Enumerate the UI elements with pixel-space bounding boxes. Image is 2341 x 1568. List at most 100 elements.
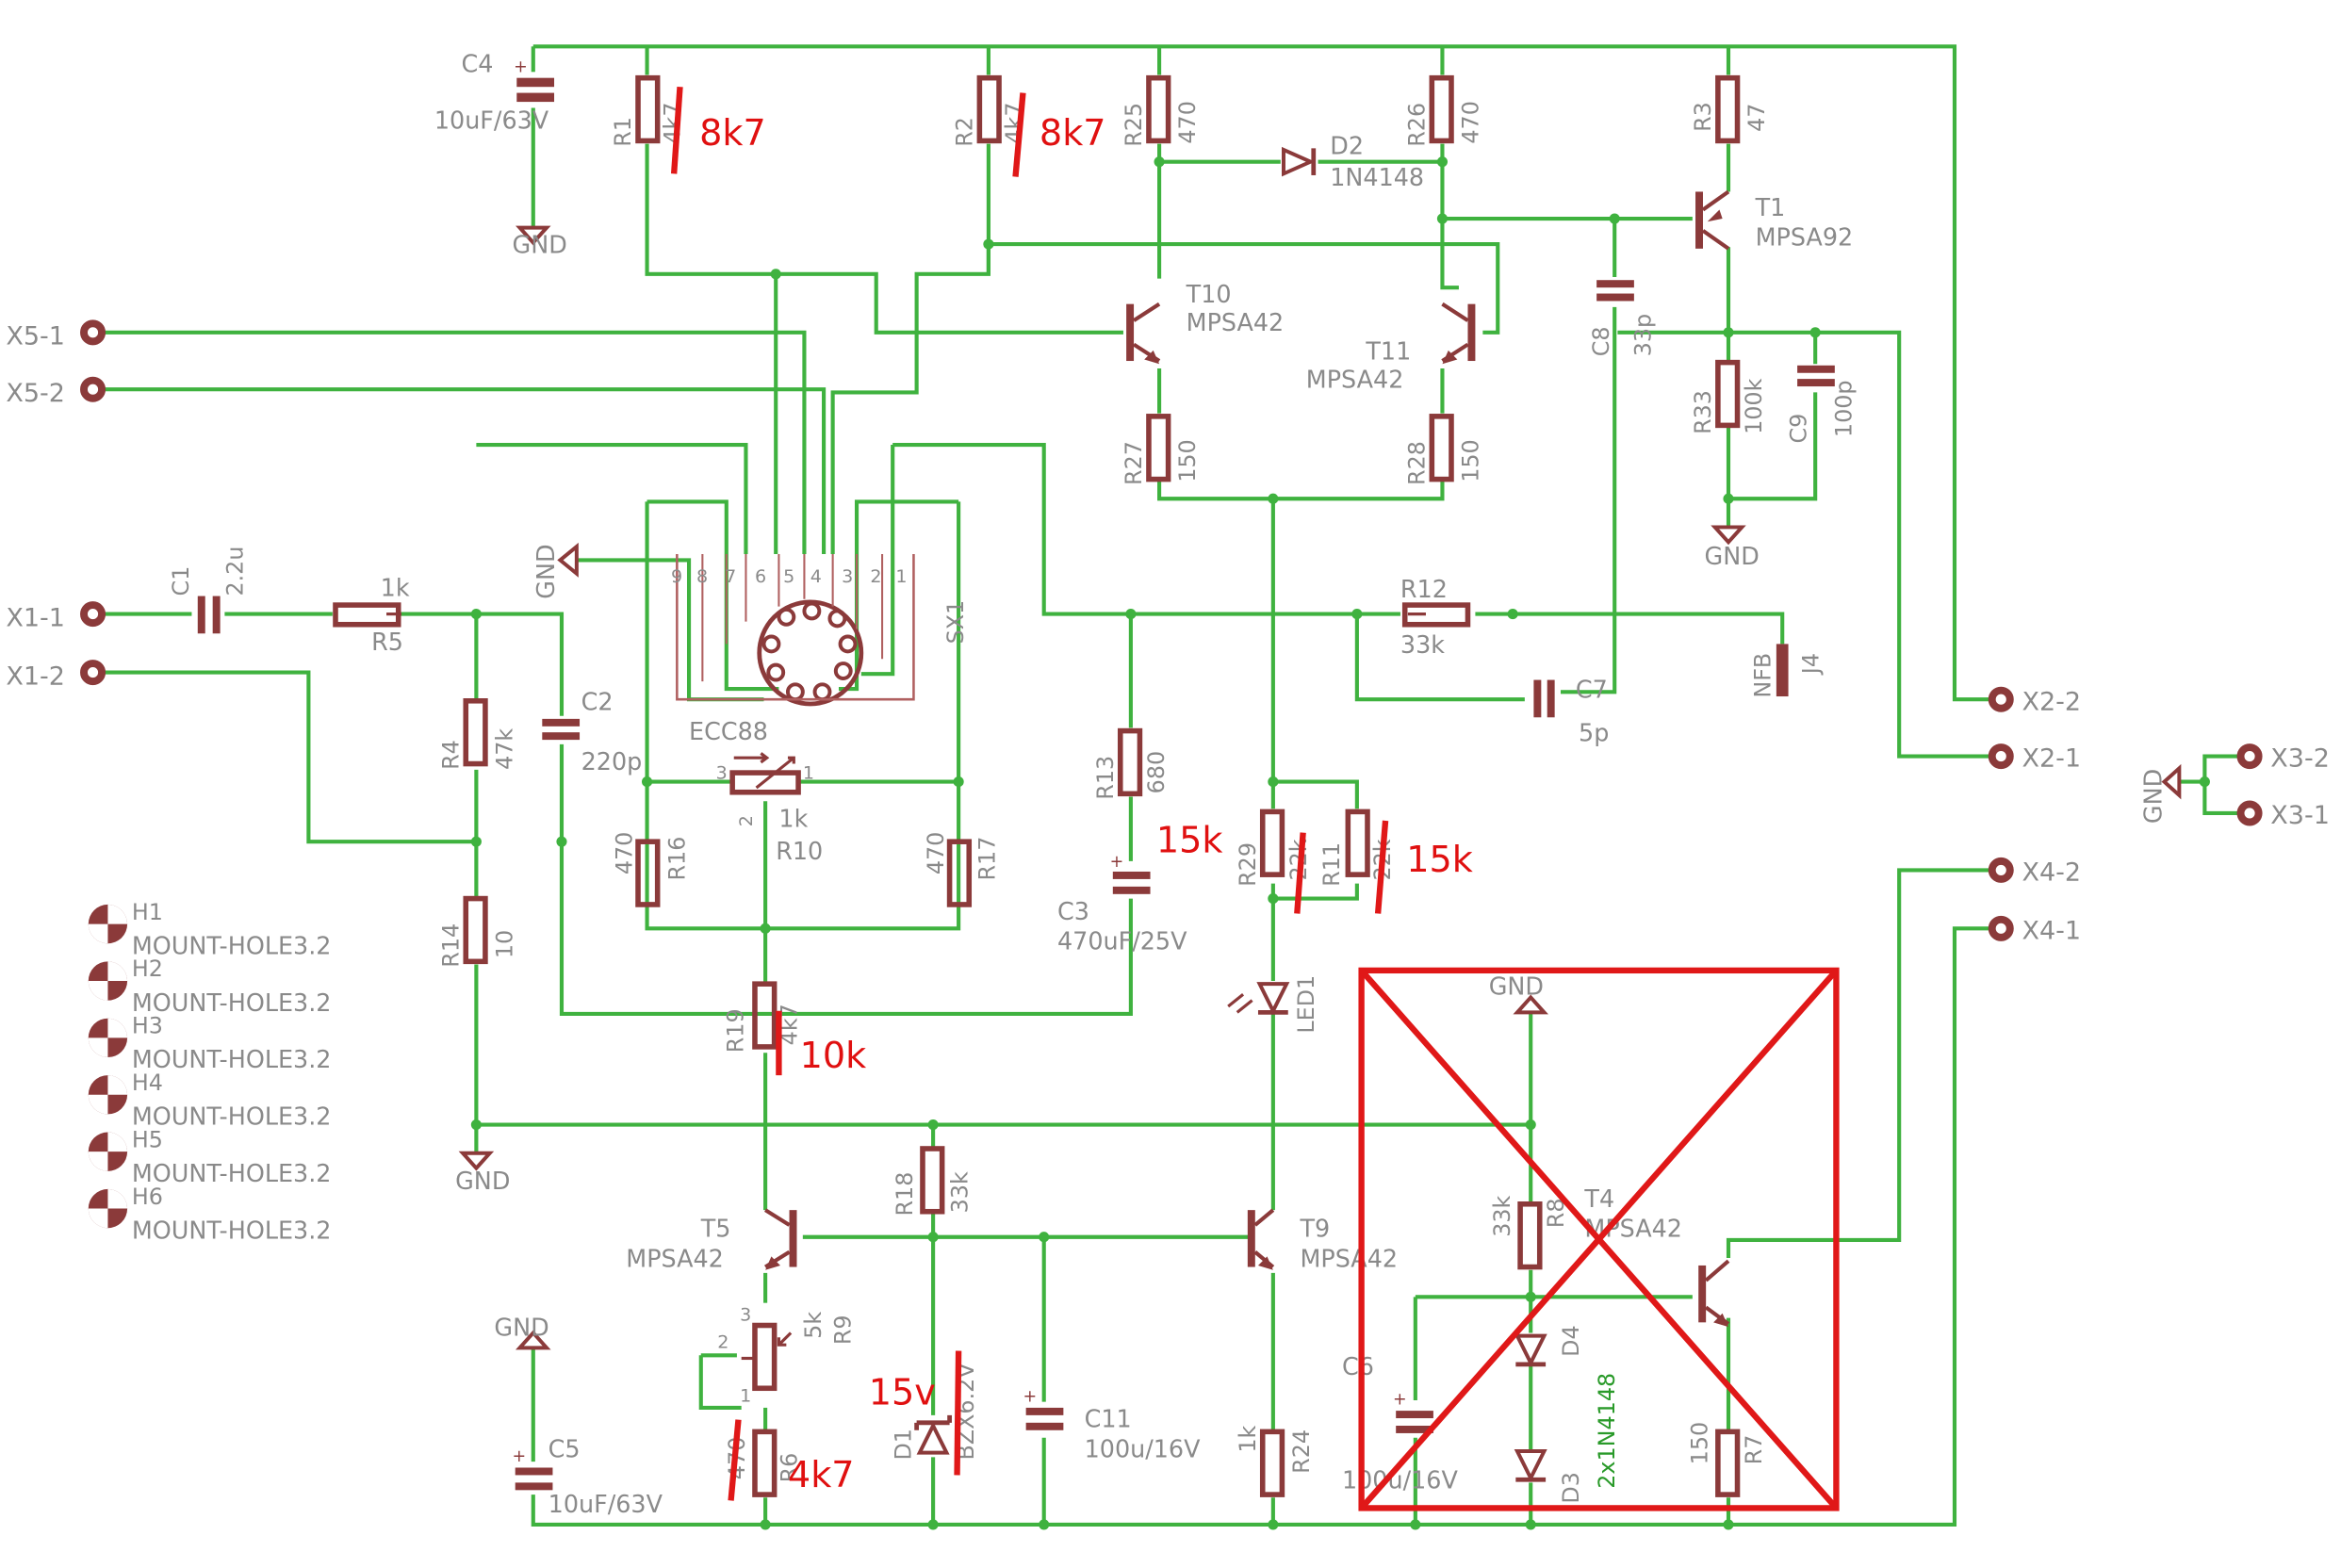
d2-name: D2: [1330, 132, 1364, 160]
r3-value: 47: [1743, 104, 1770, 132]
c1-value: 2.2u: [221, 547, 248, 596]
r24-value: 1k: [1235, 1425, 1261, 1452]
r8-value: 33k: [1489, 1195, 1515, 1236]
gnd-label: GND: [513, 231, 567, 259]
x1-1-label: X1-1: [6, 603, 65, 632]
r11-name: R11: [1318, 842, 1345, 887]
component-labels: C4 10uF/63V R1 4k7 R2 4k7 R25 470 R26 47…: [168, 49, 1857, 1518]
c11-name: C11: [1085, 1405, 1132, 1433]
svg-text:+: +: [1023, 1388, 1037, 1407]
r29-name: R29: [1235, 842, 1261, 887]
t9-name: T9: [1299, 1215, 1330, 1243]
mount-hole-name: H6: [132, 1184, 163, 1210]
c1-name: C1: [168, 566, 194, 596]
svg-text:+: +: [1393, 1391, 1407, 1410]
r10-pin2: 2: [736, 815, 757, 826]
pin-number: 9: [671, 566, 682, 587]
r19-name: R19: [722, 1008, 748, 1053]
sx1-name: SX1: [942, 600, 969, 645]
x3-1-label: X3-1: [2270, 801, 2330, 830]
x2-2-label: X2-2: [2022, 687, 2081, 716]
x4-1-label: X4-1: [2022, 916, 2081, 945]
trimmer-arrows: [386, 612, 1426, 1361]
mount-hole-name: H5: [132, 1126, 163, 1152]
diodes: [914, 146, 1547, 1483]
x1-2-label: X1-2: [6, 662, 65, 691]
r26-value: 470: [1458, 101, 1484, 143]
c8-value: 33p: [1629, 314, 1656, 356]
r10-pin3: 3: [716, 762, 728, 783]
d3-value: 2x1N4148: [1594, 1373, 1620, 1489]
mount-hole-value: MOUNT-HOLE3.2: [132, 931, 332, 959]
r9-pin2: 2: [717, 1331, 728, 1352]
r5-name: R5: [371, 628, 403, 656]
t5-name: T5: [700, 1215, 731, 1243]
sx1-value: ECC88: [689, 717, 768, 745]
r9-value: 5k: [800, 1312, 827, 1339]
r17-name: R17: [974, 837, 1000, 881]
r9-name: R9: [830, 1315, 857, 1345]
r9-pin3: 3: [740, 1305, 751, 1326]
c6-name: C6: [1342, 1352, 1374, 1380]
gnd-label: GND: [1489, 972, 1544, 1000]
pin-number: 2: [870, 566, 881, 587]
svg-text:+: +: [1110, 853, 1124, 872]
c9-value: 100p: [1830, 380, 1857, 437]
r19-new-value: 10k: [800, 1035, 867, 1076]
pin-number: 8: [696, 566, 708, 587]
r9-pin1: 1: [740, 1386, 751, 1407]
c11-value: 100u/16V: [1085, 1434, 1201, 1462]
t1-name: T1: [1755, 193, 1786, 221]
mount-hole-name: H2: [132, 956, 163, 982]
c4-name: C4: [461, 49, 493, 77]
r13-name: R13: [1092, 756, 1119, 800]
r3-name: R3: [1690, 102, 1716, 132]
r12-name: R12: [1400, 575, 1448, 603]
mount-hole-value: MOUNT-HOLE3.2: [132, 1216, 332, 1244]
wires: [105, 44, 2241, 1527]
c4-value: 10uF/63V: [434, 106, 549, 135]
r27-name: R27: [1121, 441, 1147, 485]
r10-value: 1k: [778, 804, 808, 832]
r13-value: 680: [1143, 751, 1170, 793]
c5-name: C5: [548, 1434, 581, 1462]
r6-new-value: 4k7: [788, 1454, 855, 1495]
d1-name: D1: [890, 1429, 916, 1461]
c2-value: 220p: [581, 747, 643, 776]
x5-1-label: X5-1: [6, 322, 65, 351]
mount-hole-name: H4: [132, 1070, 163, 1096]
r28-name: R28: [1403, 441, 1430, 485]
r18-value: 33k: [947, 1171, 974, 1213]
junctions: [470, 156, 2210, 1530]
r24-name: R24: [1288, 1429, 1315, 1474]
x5-2-label: X5-2: [6, 379, 65, 408]
x4-2-label: X4-2: [2022, 858, 2081, 888]
mount-hole-value: MOUNT-HOLE3.2: [132, 988, 332, 1017]
svg-text:+: +: [514, 57, 528, 76]
gnd-label: GND: [2138, 769, 2167, 824]
r12-value: 33k: [1400, 630, 1445, 659]
r10-pin1: 1: [803, 762, 814, 783]
x2-1-label: X2-1: [2022, 744, 2081, 774]
mount-hole-name: H1: [132, 899, 163, 925]
r33-value: 100k: [1741, 378, 1767, 433]
r17-value: 470: [923, 832, 949, 874]
r14-name: R14: [437, 923, 464, 968]
mount-hole-name: H3: [132, 1013, 163, 1039]
r10-name: R10: [776, 837, 823, 865]
t4-name: T4: [1583, 1184, 1614, 1213]
r33-name: R33: [1690, 390, 1716, 434]
c7-value: 5p: [1579, 719, 1609, 747]
r27-value: 150: [1174, 439, 1201, 482]
t11-name: T11: [1365, 336, 1411, 365]
gnd-label: GND: [532, 544, 560, 598]
c9-name: C9: [1786, 414, 1812, 444]
r4-name: R4: [437, 740, 464, 770]
d1-new-value: 15v: [869, 1372, 936, 1413]
r13-new-value: 15k: [1156, 819, 1223, 860]
d2-value: 1N4148: [1330, 163, 1424, 191]
pin-number: 6: [755, 566, 766, 587]
c2-name: C2: [581, 687, 614, 715]
t11-value: MPSA42: [1306, 366, 1404, 394]
